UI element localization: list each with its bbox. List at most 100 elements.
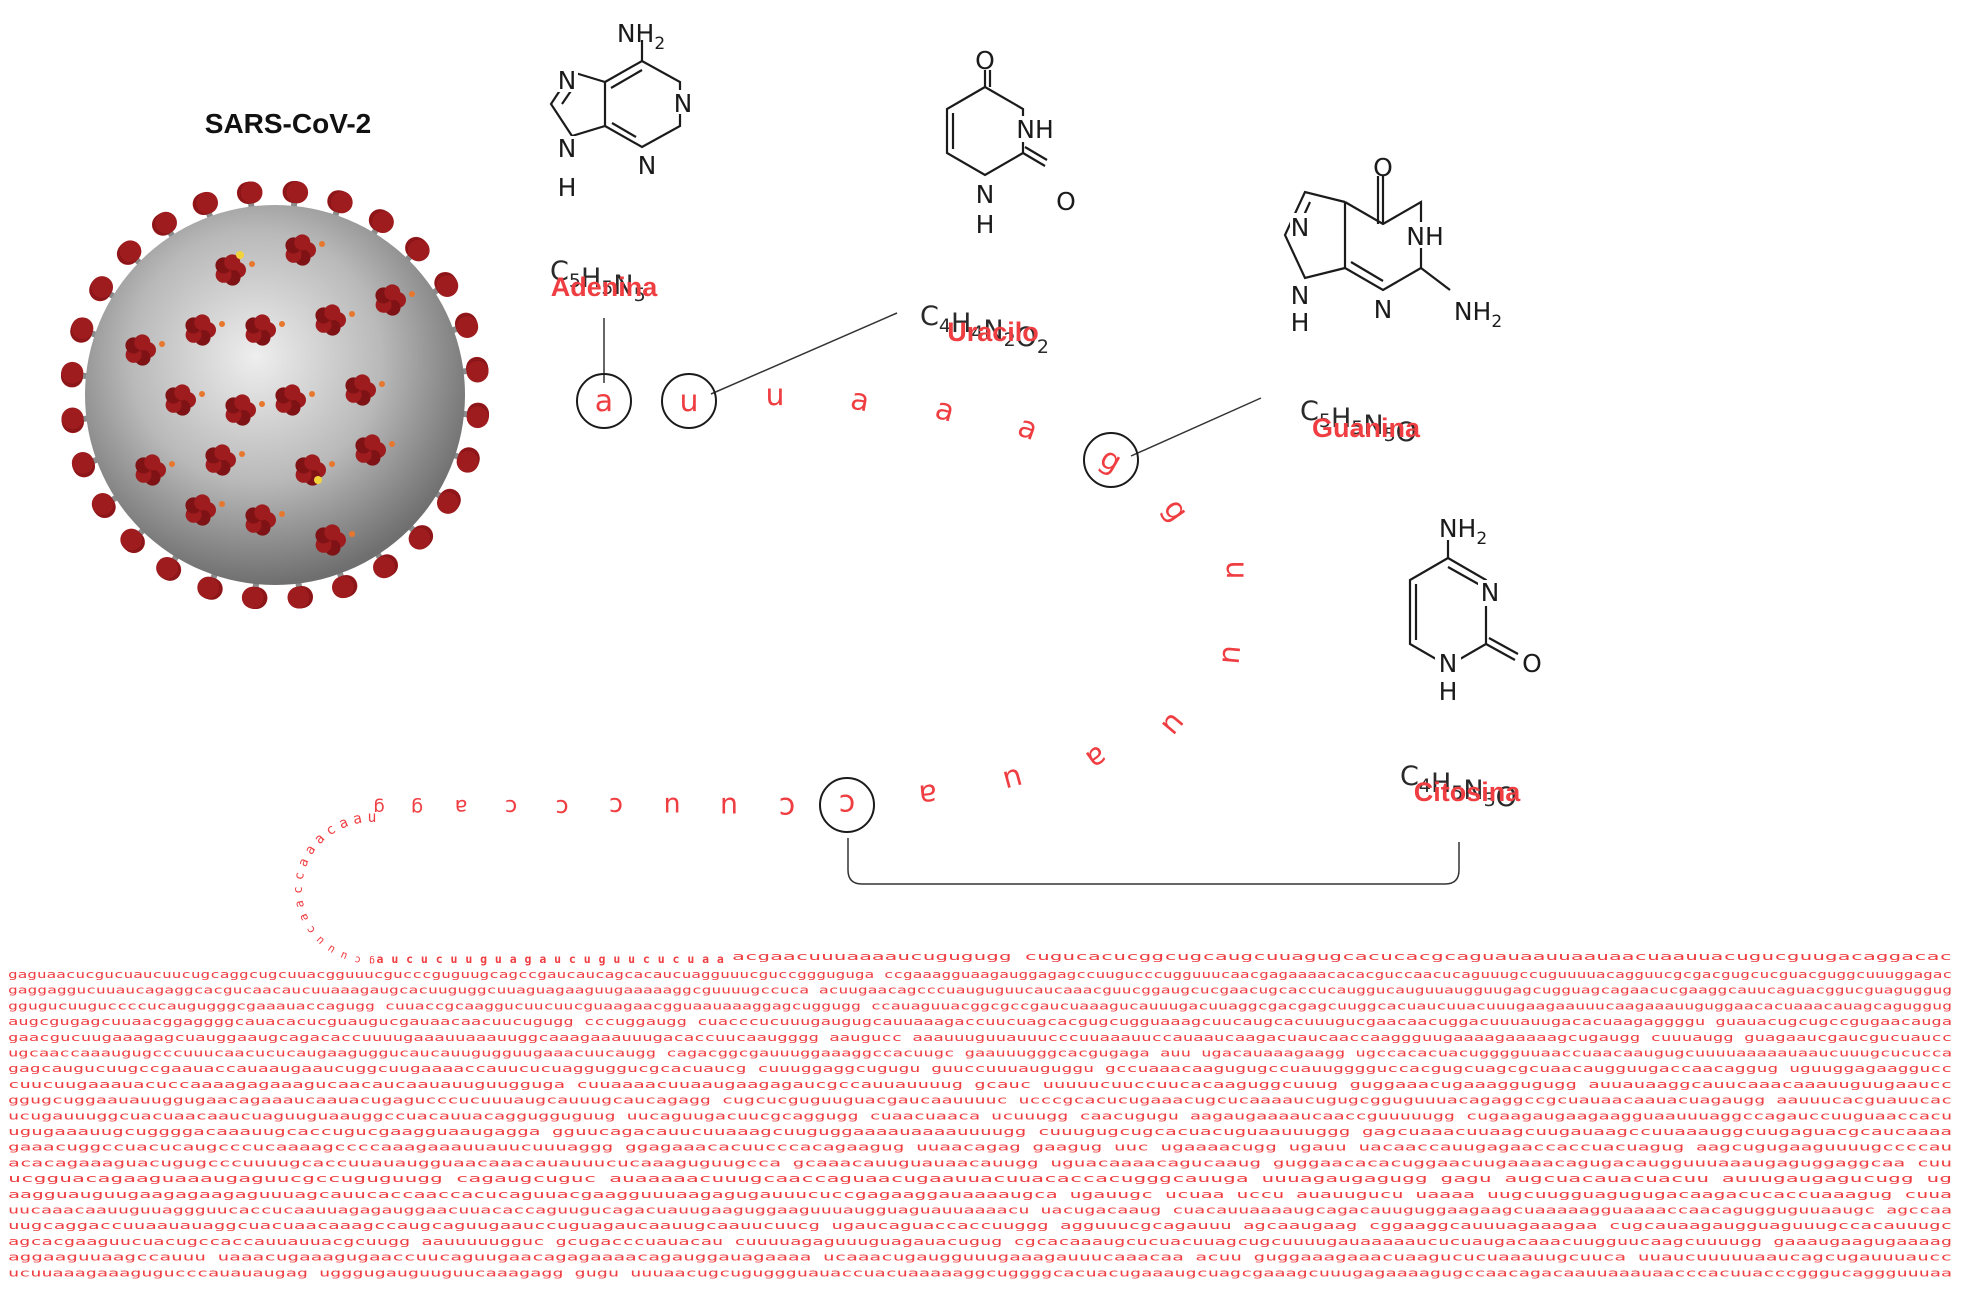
virus-title: SARS-CoV-2 (205, 108, 371, 139)
sequence-letter: u (1154, 706, 1193, 743)
adenine-molecule: NH2 N N N N H (549, 19, 694, 202)
surface-spike (245, 314, 285, 346)
genome-line: ggugucuuguccccucaugugggcgaaauaccagugg cu… (8, 999, 1952, 1012)
cytosine-formula-text: C4H5N3O (1400, 761, 1517, 813)
sequence-small-letter: a (702, 952, 709, 966)
sequence-small-letter: a (352, 811, 364, 828)
surface-spike (165, 384, 205, 416)
surface-spike (125, 334, 165, 366)
genome-line: aagguauguugaagagaagaguuuagcauucaccaaccac… (8, 1188, 1952, 1201)
sequence-letter: u (720, 791, 738, 824)
genome-line: ucugauuuggcuacuaacaaucuaguuguaauggccuaca… (8, 1109, 1952, 1122)
svg-text:O: O (1522, 649, 1542, 678)
svg-text:N: N (1291, 213, 1310, 242)
surface-spike (295, 454, 335, 486)
genome-line: gaggaggucuuaucagaggcacgucaacaucuuaaagaug… (8, 984, 1952, 997)
genome-line: gaguaacucgucuaucuucugcaggcugcuuacgguuucg… (8, 968, 1952, 981)
sequence-letter: g (373, 797, 384, 818)
surface-spike (275, 384, 315, 416)
sequence-small-letter: u (613, 952, 620, 966)
genome-line: agcacgaaguucuacugccaccauuauuacgcuugg aau… (8, 1235, 1952, 1248)
sequence-letter: a (595, 384, 613, 419)
sequence-letter: a (848, 382, 872, 420)
svg-text:NH2: NH2 (1454, 297, 1502, 332)
sequence-small-letter: a (311, 831, 328, 848)
genome-line: augcgugagcuuaacggaggggcauacacucguaugucga… (8, 1015, 1952, 1028)
spike-protein (282, 180, 309, 217)
spike-protein (236, 181, 263, 217)
surface-spike (315, 524, 355, 556)
genome-line: uucaaacaauuguuaggguucaccucaauuagagauggaa… (8, 1204, 1952, 1217)
virus-illustration: SARS-CoV-2 (60, 108, 490, 610)
cytosine-connector (847, 838, 1460, 885)
sequence-small-letter: u (391, 952, 398, 966)
sequence-small-letter: g (369, 955, 375, 966)
sequence-small-letter: u (628, 952, 635, 966)
svg-text:H: H (558, 173, 577, 202)
sequence-small-letter: c (291, 871, 307, 881)
sequence-letter: a (1013, 409, 1042, 448)
sequence-small-letter: c (290, 886, 305, 893)
surface-spike (135, 454, 175, 486)
svg-text:N: N (1481, 578, 1500, 607)
sequence-small-letter: u (368, 809, 377, 826)
svg-text:N: N (638, 151, 657, 180)
svg-text:H: H (1291, 308, 1310, 337)
svg-text:NH: NH (1406, 222, 1444, 251)
guanine-formula-text: C5H5N5O (1300, 396, 1417, 448)
sequence-letter: u (679, 384, 698, 419)
highlight-dot (236, 251, 244, 259)
sequence-small-letter: u (451, 952, 458, 966)
highlight-ring (1083, 432, 1139, 488)
svg-text:H: H (1439, 677, 1458, 706)
sequence-small-letter: u (554, 952, 561, 966)
surface-spike (345, 374, 385, 406)
sequence-small-letter: c (354, 953, 362, 966)
surface-spike (245, 504, 285, 536)
virus-body (85, 205, 465, 585)
sequence-letter: g (1156, 492, 1196, 528)
sequence-letter: c (779, 790, 796, 825)
sequence-small-letter: g (525, 952, 532, 966)
spike-protein (60, 361, 97, 388)
guanine-connector (1130, 397, 1262, 457)
uracil-formula-text: C4H4N2O2 (920, 301, 1049, 358)
sequence-small-letter: u (325, 942, 338, 956)
uracil-molecule: O NH N H O (945, 46, 1076, 239)
highlight-ring (661, 373, 717, 429)
sequence-letter: u (1214, 644, 1251, 666)
spike-protein (443, 312, 479, 339)
spike-protein (424, 271, 459, 300)
sequence-small-letter: g (480, 952, 487, 966)
sequence-small-letter: g (599, 952, 606, 966)
sequence-small-letter: u (465, 952, 472, 966)
adenine-formula-text: C5H5N5 (550, 256, 646, 306)
spike-protein (70, 317, 106, 343)
highlight-ring (576, 373, 632, 429)
genome-line: ggugcuggaauauuggugaacagaaaucaauacugagucc… (8, 1094, 1952, 1107)
surface-spike (225, 394, 265, 426)
sequence-small-letter: a (717, 952, 724, 966)
cytosine-formula: C4H5N3O (1400, 761, 1517, 813)
svg-text:H: H (976, 210, 995, 239)
svg-text:N: N (558, 66, 577, 95)
sequence-letter: c (609, 791, 623, 821)
genome-first-line: acgaacuuuaaaaucugugugg cugucacucggcugcau… (732, 950, 1952, 963)
sequence-small-letter: c (643, 952, 650, 966)
adenine-name: Adenina (551, 272, 658, 302)
sequence-small-letter: a (377, 952, 384, 966)
genome-line: acacagaaaguacugugcccuuuugcaccuuauaugguaa… (8, 1156, 1952, 1169)
spike-protein (401, 518, 434, 550)
svg-text:N: N (1374, 295, 1393, 324)
guanine-formula: C5H5N5O (1300, 396, 1417, 448)
sequence-letter: g (411, 797, 423, 820)
surface-spike (215, 254, 255, 286)
genome-line: ugcaaccaaaugugcccuuucaacucucaugaagugguca… (8, 1047, 1952, 1060)
sequence-small-letter: a (292, 899, 307, 909)
sequence-small-letter: a (302, 843, 319, 858)
virus-surface-spikes (125, 234, 415, 556)
sequence-small-letter: u (313, 934, 327, 948)
sequence-letter: u (663, 791, 680, 822)
